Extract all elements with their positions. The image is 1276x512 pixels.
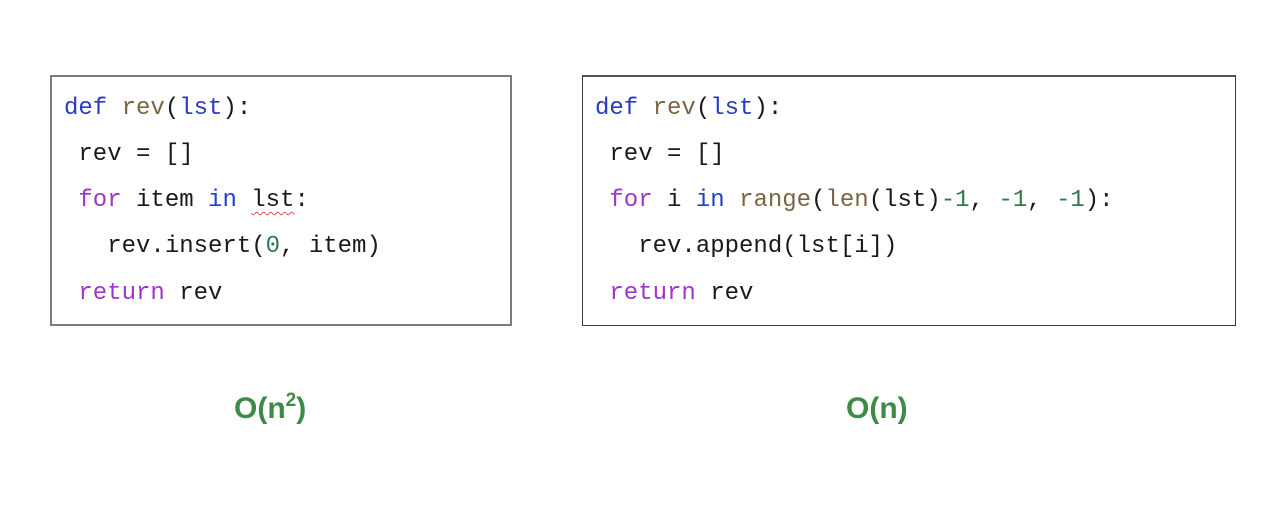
code-token [725,187,739,214]
code-token: range [739,187,812,214]
code-token: rev.insert( [64,233,266,260]
code-token: 0 [265,233,281,260]
code-box-insert-version: def rev(lst): rev = [] for item in lst: … [50,75,512,326]
complexity-label-quadratic: O(n2) [234,390,307,426]
code-token: rev = [] [595,141,725,168]
code-token: rev [695,280,754,307]
code-line: return rev [595,280,753,308]
code-line: for item in lst: [64,187,309,215]
code-line: rev.append(lst[i]) [595,233,897,261]
complexity-base: O(n [234,392,286,425]
code-line: for i in range(len(lst)-1, -1, -1): [595,187,1114,215]
code-token: rev = [] [64,141,194,168]
code-token: in [695,187,725,214]
code-token: i [652,187,696,214]
code-token: in [208,187,237,214]
code-token [64,280,78,307]
code-token [638,95,652,122]
code-line: rev.insert(0, item) [64,233,381,261]
code-line: rev = [] [595,141,725,169]
code-box-append-version: def rev(lst): rev = [] for i in range(le… [582,75,1236,326]
code-line: rev = [] [64,141,194,169]
complexity-exponent: 2 [285,390,297,411]
code-token: return [78,280,165,307]
code-token: -1 [998,187,1028,214]
code-line: def rev(lst): [595,95,782,123]
code-token [107,95,121,122]
code-token: : [294,187,309,214]
code-token: ): [222,95,252,122]
code-token [595,187,609,214]
code-token [595,280,609,307]
code-token: ( [811,187,826,214]
code-token: , item) [280,233,381,260]
code-token: (lst) [868,187,941,214]
code-token: len [825,187,869,214]
code-token: rev [121,95,165,122]
code-token: return [609,280,696,307]
code-token: lst [179,95,223,122]
complexity-label-linear: O(n) [846,392,908,425]
code-token: rev [652,95,696,122]
complexity-close: ) [296,392,307,425]
code-token: item [121,187,209,214]
code-token: rev.append(lst[i]) [595,233,898,260]
code-token: def [64,95,108,122]
code-token: -1 [1055,187,1085,214]
code-token: lst [251,187,295,214]
code-token: rev [164,280,223,307]
code-token: lst [710,95,754,122]
code-token [237,187,251,214]
code-token: def [595,95,639,122]
code-token: for [609,187,653,214]
code-line: def rev(lst): [64,95,251,123]
code-token: , [1027,187,1056,214]
code-token: ( [695,95,711,122]
code-token: ): [1084,187,1114,214]
code-token: -1 [940,187,970,214]
code-token: ( [164,95,180,122]
code-token: for [78,187,122,214]
code-token: ): [753,95,783,122]
code-token: , [969,187,999,214]
code-line: return rev [64,280,222,308]
code-token [64,187,78,214]
